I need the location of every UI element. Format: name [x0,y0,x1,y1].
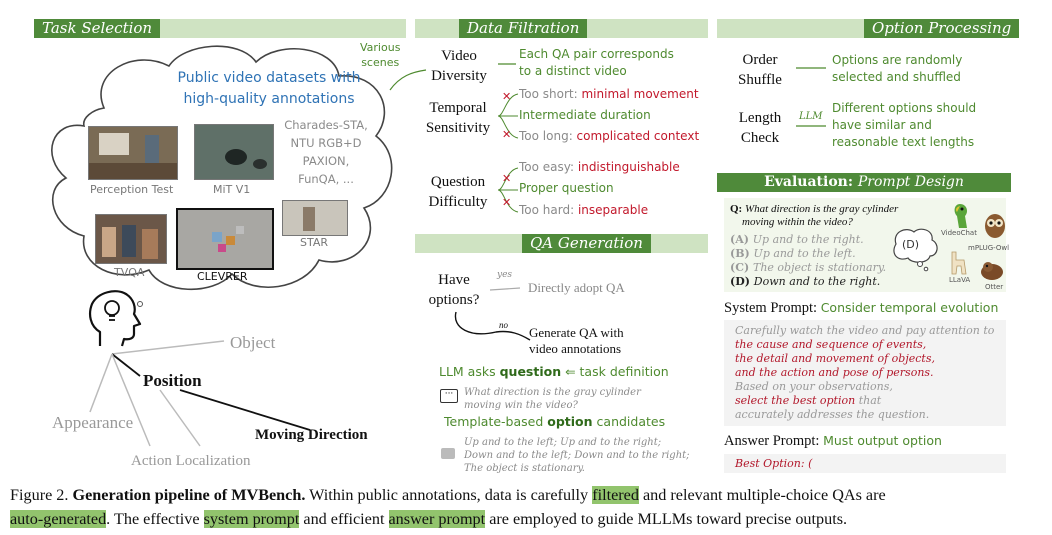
have-options-label: Have options? [428,272,480,308]
answer-prompt-heading: Answer Prompt: Must output option [724,433,942,449]
llm-label: LLM [799,111,823,122]
thought-bubble-icon [893,228,938,272]
template-based-options: Template-based option candidates [444,414,666,429]
head-lightbulb-icon [89,290,142,347]
otter-icon [981,262,1003,280]
sample-question: What direction is the gray cylinder movi… [464,387,641,411]
length-connector [796,125,826,127]
thumb-perception-test [88,126,178,180]
order-shuffle-label: Order Shuffle [738,52,782,88]
qa-generation-title: QA Generation [522,234,651,253]
model-llava: LLaVA [949,276,971,284]
dim-moving-direction: Moving Direction [255,427,368,443]
video-diversity-label: Video Diversity [431,48,487,84]
thumb-star [282,200,348,236]
caption-perception-test: Perception Test [90,183,174,196]
length-check-note: Different options should have similar an… [832,101,977,149]
dim-object: Object [230,333,276,352]
thumb-mit [194,124,274,180]
video-diversity-note: Each QA pair corresponds to a distinct v… [519,47,674,78]
ts-short-x-icon: ✕ [502,90,512,103]
ts-connector [497,93,519,139]
owl-icon [985,214,1005,238]
dimension-lines [89,340,311,447]
parrot-icon [954,204,968,228]
qd-easy-x-icon: ✕ [502,172,512,185]
task-selection-title: Task Selection [34,19,161,38]
order-shuffle-note: Options are randomly selected and shuffl… [832,53,963,84]
qd-mid: Proper question [519,181,614,195]
thumb-clevrer [176,208,274,270]
qd-hard-x-icon: ✕ [502,196,512,209]
eval-option-b: (B) Up and to the left. [730,247,856,260]
length-check-label: Length Check [738,110,782,146]
qd-hard: Too hard: inseparable [519,203,649,217]
model-mplug-owl: mPLUG-Owl [968,244,1010,252]
dim-appearance: Appearance [52,413,134,432]
best-option-text: Best Option: ( [735,457,813,470]
qd-connector [497,167,519,213]
llm-asks-question: LLM asks question ⇐ task definition [439,364,669,379]
caption-star: STAR [300,236,329,249]
chat-bubble-icon: ··· [440,389,458,403]
cloud-heading: Public video datasets with high-quality … [177,70,361,107]
figure-caption: Figure 2. Generation pipeline of MVBench… [10,486,886,528]
ts-short: Too short: minimal movement [519,87,699,101]
llama-icon [951,251,967,275]
ts-mid: Intermediate duration [519,108,651,122]
eval-option-d: (D) Down and to the right. [730,275,881,288]
directly-adopt-qa: Directly adopt QA [528,280,625,295]
system-prompt-box [724,320,1006,426]
various-scenes-connector [389,69,427,91]
caption-clevrer: CLEVRER [197,270,248,283]
eval-question: Q: What direction is the gray cylinder m… [730,203,899,228]
temporal-sensitivity-label: Temporal Sensitivity [425,100,491,136]
data-filtration-title: Data Filtration [459,19,588,38]
caption-mit: MiT V1 [213,183,251,196]
question-difficulty-label: Question Difficulty [428,174,488,210]
ts-long: Too long: complicated context [519,129,700,143]
dataset-list: Charades-STA, NTU RGB+D PAXION, FunQA, .… [284,118,368,186]
model-otter: Otter [985,283,1004,291]
caption-tvqa: TVQA [114,266,145,279]
system-prompt-text: Carefully watch the video and pay attent… [735,324,995,421]
dim-action-localization: Action Localization [131,453,251,469]
no-label: no [499,320,508,330]
model-videochat: VideoChat [941,229,977,237]
eval-option-c: (C) The object is stationary. [730,261,887,274]
qa-branch-lines [454,287,531,341]
chat-bubble-filled-icon [441,448,455,459]
dim-position: Position [143,371,202,390]
system-prompt-heading: System Prompt: Consider temporal evoluti… [724,300,999,316]
various-scenes-label: Various scenes [360,41,401,69]
qd-easy: Too easy: indistinguishable [519,160,680,174]
generate-qa: Generate QA with video annotations [529,325,624,356]
eval-options: (A) Up and to the right. (B) Up and to t… [730,233,886,289]
option-processing-title: Option Processing [864,19,1020,38]
evaluation-header: Evaluation: Prompt Design [717,173,1011,192]
thumb-tvqa [95,214,167,264]
eval-option-a: (A) Up and to the right. [730,233,864,246]
ts-long-x-icon: ✕ [502,128,512,141]
order-connector [796,67,826,69]
cloud-dots [137,301,143,307]
yes-label: yes [497,270,513,280]
answer-prompt-box [724,454,1006,473]
vd-connector [498,63,516,65]
option-candidates: Up and to the left; Up and to the right;… [464,437,690,474]
bubble-answer: (D) [902,238,920,251]
